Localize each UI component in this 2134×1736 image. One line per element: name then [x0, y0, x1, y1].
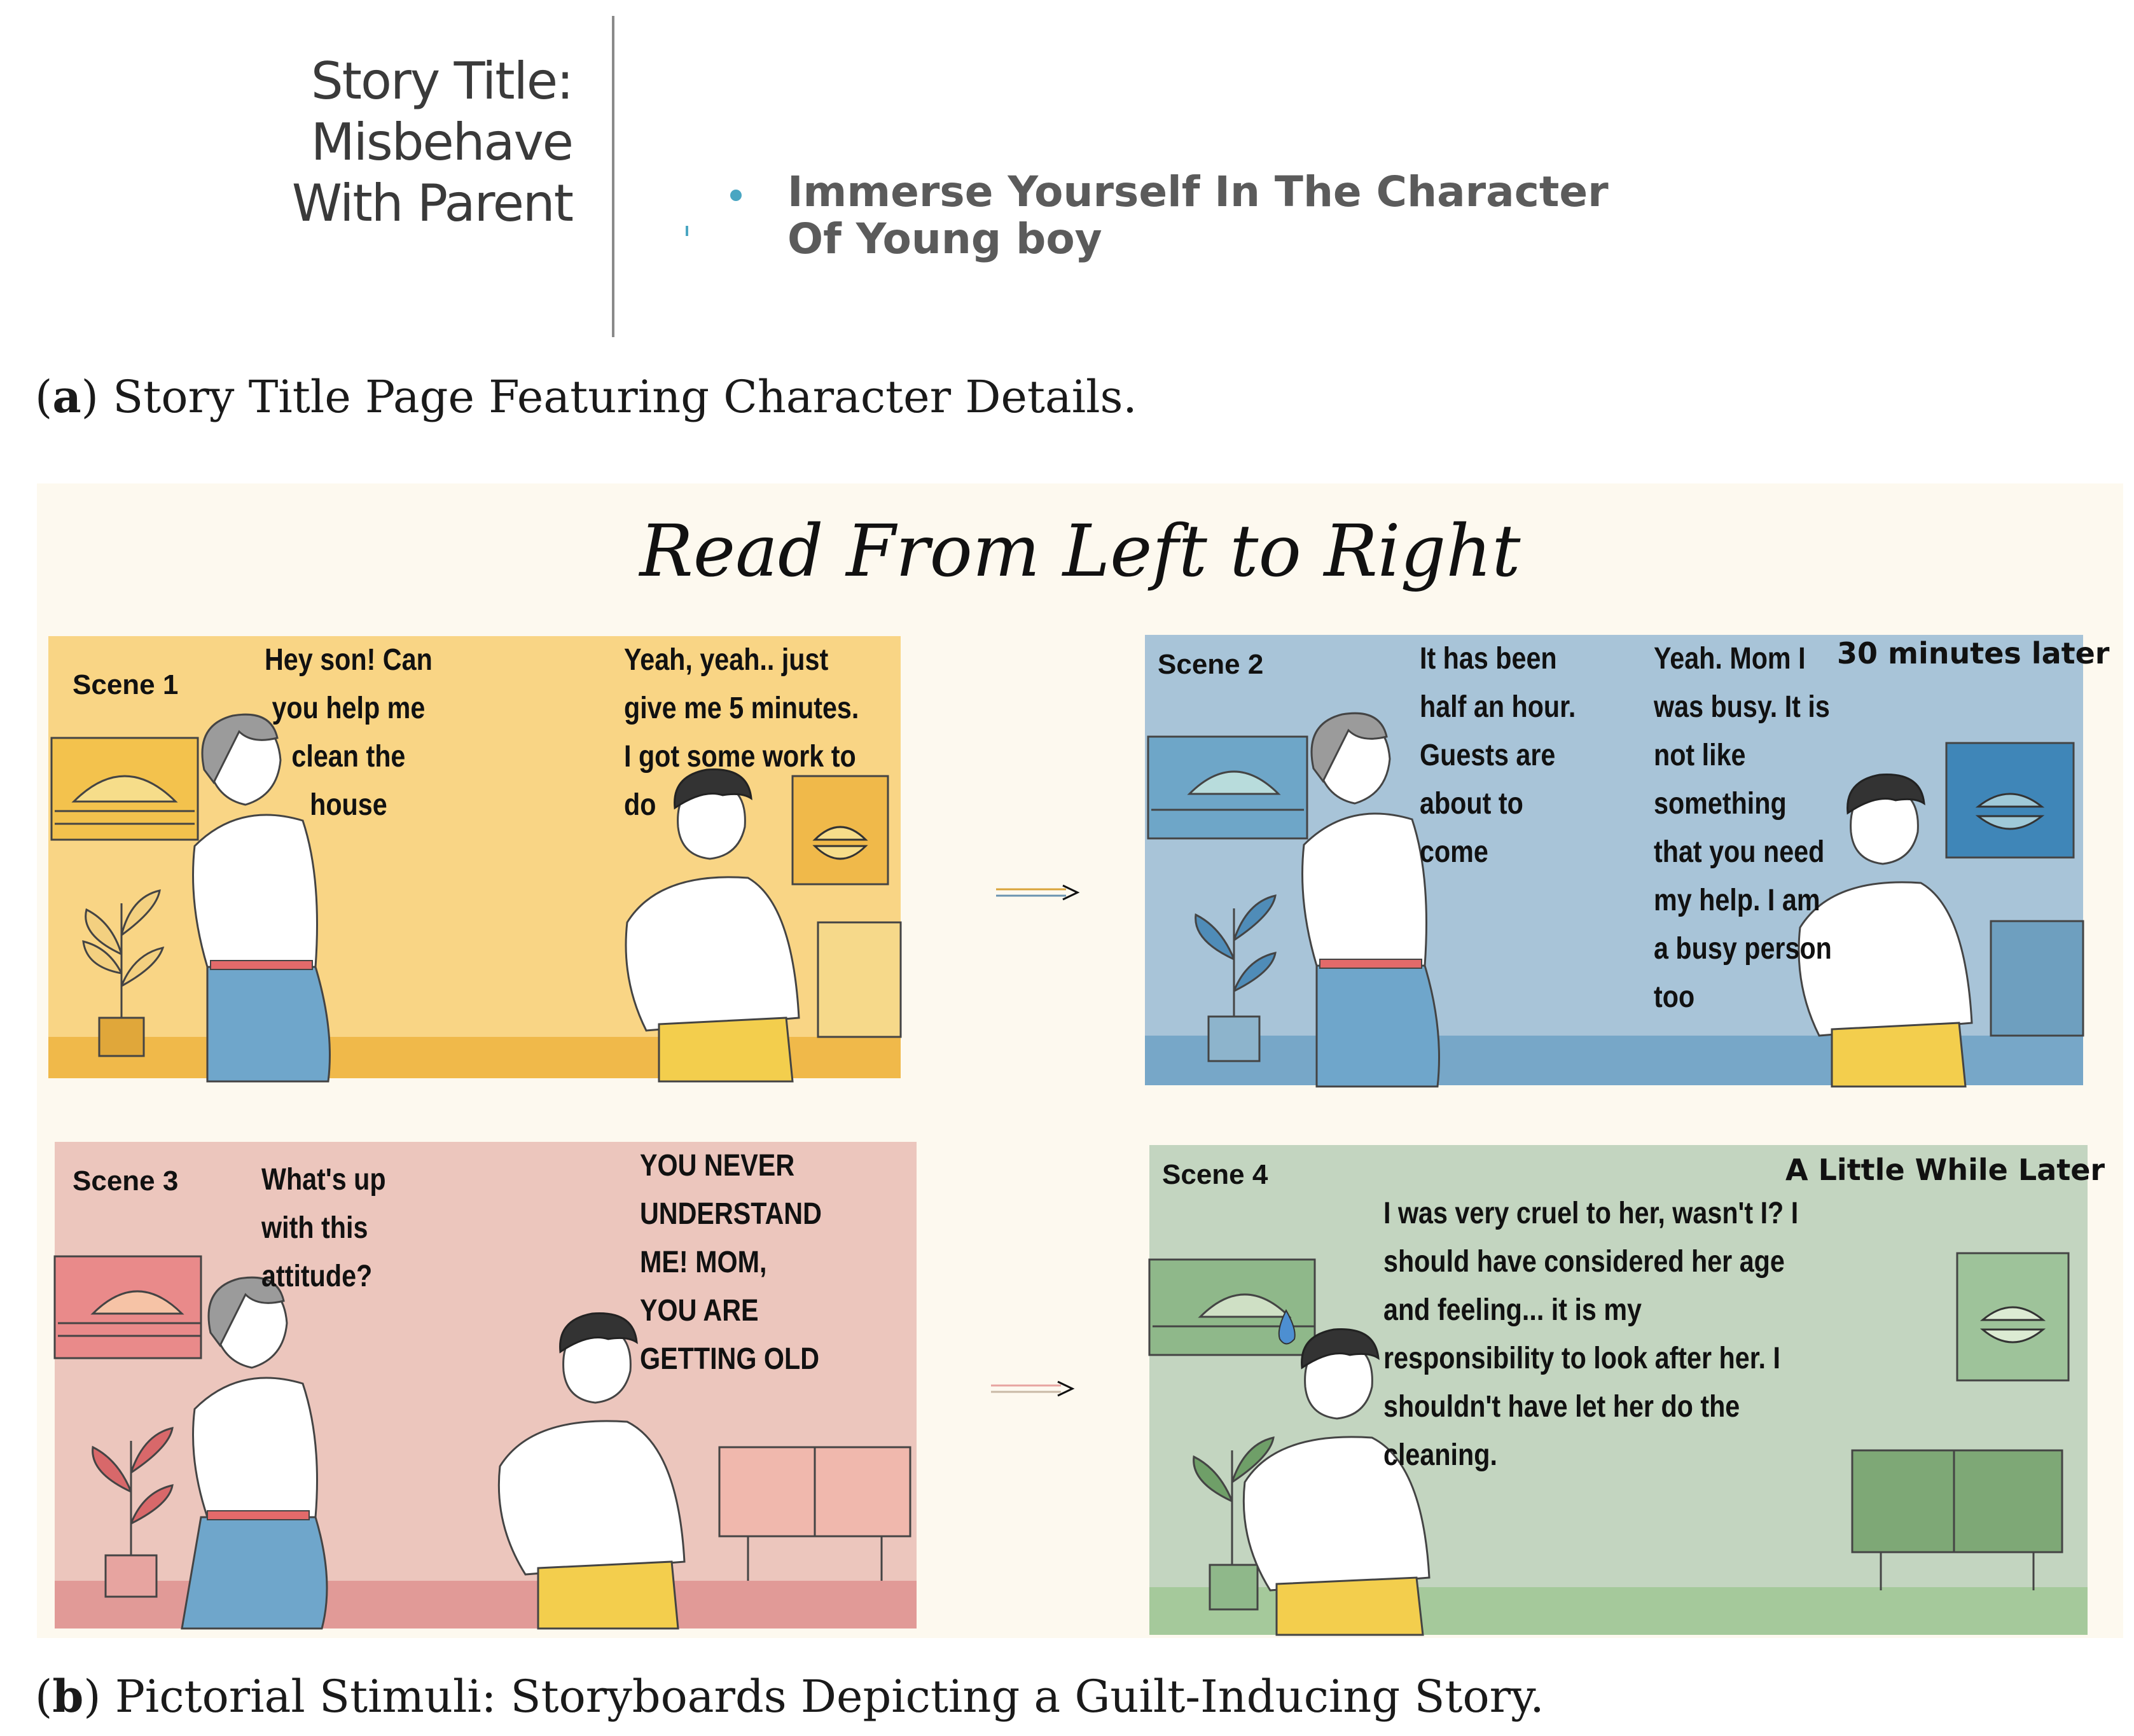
scene-1-plant-icon [82, 889, 165, 1057]
scene-2-illustration [1145, 635, 2084, 1088]
scene-3-son-speech: YOU NEVER UNDERSTAND ME! MOM, YOU ARE GE… [640, 1149, 822, 1376]
scene-3-panel: Scene 3 What's up with this attitude? YO… [53, 1142, 917, 1630]
scene-2-mom-figure-icon [1301, 712, 1440, 1088]
scene-2-picture-frame-icon [1147, 735, 1308, 840]
caption-b: (b) Pictorial Stimuli: Storyboards Depic… [35, 1670, 1544, 1723]
scene-2-son-speech: Yeah. Mom I was busy. It is not like som… [1654, 642, 1832, 1014]
scene-1-label: Scene 1 [73, 669, 179, 700]
scene-4-plant-icon [1193, 1436, 1275, 1611]
scene-4-son-figure-icon [1242, 1328, 1431, 1636]
scene-2-mom-speech: It has been half an hour. Guests are abo… [1420, 642, 1576, 869]
scene-4-cabinet-icon [1851, 1449, 2063, 1590]
scene-1-illustration [48, 636, 902, 1083]
scene-1-mom-speech: Hey son! Can you help me clean the house [264, 643, 433, 822]
caption-b-text: ) Pictorial Stimuli: Storyboards Depicti… [83, 1670, 1544, 1723]
instruction-line-2: Of Young boy [787, 214, 1102, 263]
caption-a: (a) Story Title Page Featuring Character… [35, 370, 1137, 423]
scene-4-panel: Scene 4 A Little While Later I was very … [1148, 1145, 2105, 1636]
story-title: Story Title: Misbehave With Parent [38, 51, 574, 234]
scene-2-art-icon [1945, 742, 2075, 859]
scene-1-cabinet-icon [817, 921, 902, 1038]
scene-4-son-speech: I was very cruel to her, wasn't I? I sho… [1383, 1197, 1799, 1472]
scene-1-son-speech: Yeah, yeah.. just give me 5 minutes. I g… [624, 643, 859, 822]
scene-3-son-figure-icon [497, 1312, 686, 1630]
scene-4-time-note: A Little While Later [1785, 1153, 2105, 1187]
scene-3-plant-icon [92, 1427, 174, 1598]
scene-2-panel: Scene 2 30 minutes later It has been hal… [1145, 635, 2110, 1088]
scene-1-picture-frame-icon [50, 737, 199, 841]
caption-b-letter: b [52, 1670, 84, 1723]
scene-3-mom-figure-icon [181, 1276, 328, 1630]
scene-4-label: Scene 4 [1162, 1159, 1268, 1190]
storyboard-heading: Read From Left to Right [639, 510, 1521, 593]
bullet-tick-mark [686, 226, 688, 236]
scene-1-panel: Scene 1 Hey son! Can you help me clean t… [48, 636, 902, 1083]
scene-2-plant-icon [1195, 894, 1277, 1062]
scene-3-label: Scene 3 [73, 1165, 179, 1197]
scene-2-cabinet-icon [1990, 920, 2084, 1037]
scene-2-son-figure-icon [1798, 774, 1973, 1088]
scene-3-picture-frame-icon [53, 1255, 202, 1359]
scene-1-mom-figure-icon [192, 713, 331, 1083]
caption-a-letter: a [52, 370, 81, 423]
scene-4-illustration [1148, 1145, 2088, 1636]
caption-a-text: ) Story Title Page Featuring Character D… [81, 371, 1137, 423]
arrow-scene-1-to-2-icon [996, 884, 1080, 901]
vertical-divider [612, 16, 614, 337]
scene-1-art-icon [791, 775, 889, 885]
scene-4-sweat-drop-icon [1278, 1309, 1296, 1345]
instruction-line-1: Immerse Yourself In The Character [787, 167, 1609, 216]
story-title-line-1: Story Title: Misbehave [310, 52, 574, 172]
scene-4-art-icon [1956, 1252, 2070, 1382]
scene-2-label: Scene 2 [1158, 649, 1264, 680]
scene-1-son-figure-icon [625, 768, 800, 1083]
scene-3-cabinet-icon [718, 1446, 911, 1581]
bullet-dot-icon [730, 190, 742, 201]
arrow-scene-3-to-4-icon [991, 1380, 1075, 1397]
scene-2-time-note: 30 minutes later [1837, 636, 2110, 670]
story-title-line-2: With Parent [291, 174, 574, 233]
storyboard-panel: Read From Left to Right Scene 1 Hey son!… [37, 483, 2123, 1638]
scene-3-mom-speech: What's up with this attitude? [261, 1163, 386, 1293]
scene-3-illustration [53, 1142, 917, 1630]
character-instruction: Immerse Yourself In The Character Of You… [787, 169, 1678, 263]
